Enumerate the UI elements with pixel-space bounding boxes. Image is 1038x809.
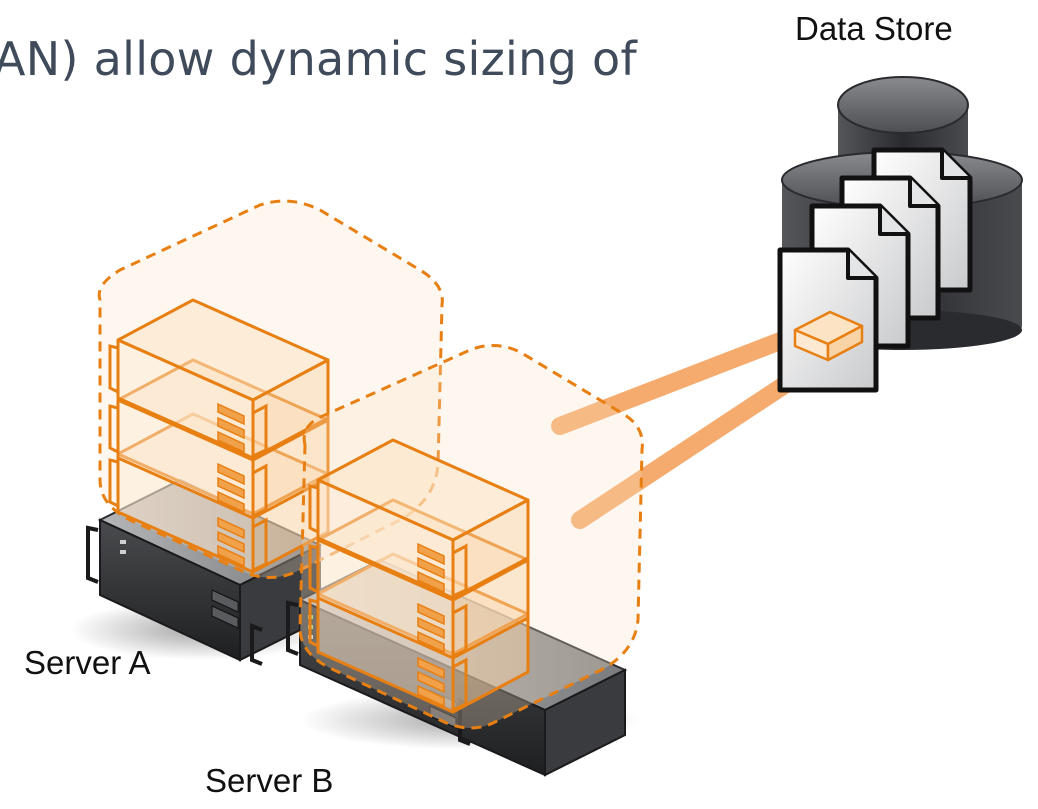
- slide-heading: AN) allow dynamic sizing of: [0, 32, 637, 86]
- server-b-label: Server B: [205, 762, 334, 799]
- server-a-label: Server A: [24, 644, 151, 681]
- data-store-icon: [780, 76, 1023, 390]
- vm-group-b-icon: [298, 344, 644, 730]
- connection-links: [551, 329, 804, 529]
- data-store-label: Data Store: [795, 10, 953, 47]
- server-image-icon: [793, 310, 864, 362]
